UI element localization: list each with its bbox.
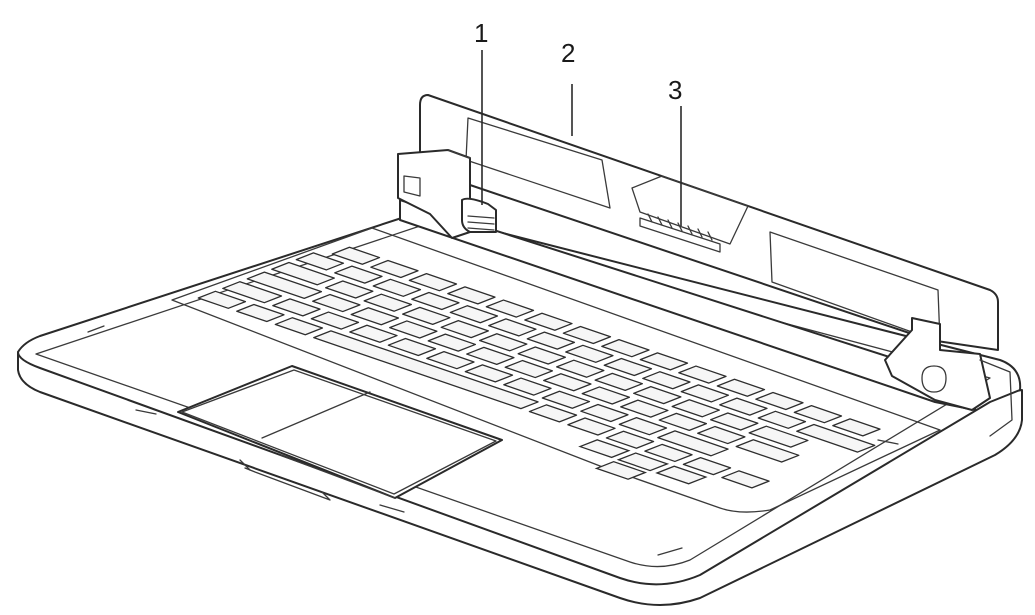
keyboard-key — [796, 423, 876, 453]
keyboard-key — [426, 351, 475, 370]
keyboard-key — [618, 417, 668, 436]
front-notch — [244, 467, 331, 501]
keyboard-key — [594, 372, 643, 392]
keyboard-key — [526, 331, 576, 350]
keyboard-key — [556, 359, 605, 378]
keyboard-key — [748, 425, 809, 448]
keyboard-key — [479, 333, 528, 352]
keyboard-key — [334, 265, 383, 284]
keyboard-key — [719, 397, 768, 416]
docking-connector — [639, 213, 721, 253]
keyboard-key — [567, 417, 616, 436]
keyboard-key — [658, 412, 708, 432]
keyboard-key — [504, 359, 554, 379]
keyboard-key — [271, 261, 335, 286]
keyboard-key — [372, 278, 422, 297]
keyboard-key — [331, 246, 381, 265]
callout-1: 1 — [474, 18, 488, 205]
keyboard-key — [272, 298, 321, 317]
touchpad — [177, 365, 503, 499]
keyboard-key — [363, 293, 412, 312]
keyboard-key — [793, 405, 843, 424]
keyboard-key — [601, 339, 650, 358]
keyboard-key — [466, 346, 515, 366]
keyboard-key — [697, 425, 746, 445]
keyboard-key — [642, 371, 691, 390]
keyboard-key — [449, 305, 499, 324]
keyboard-key — [236, 303, 285, 323]
keyboard-key — [716, 378, 766, 397]
keyboard-key — [274, 317, 324, 336]
keyboard-key — [755, 391, 804, 411]
keyboard-key — [644, 443, 693, 463]
keyboard-key — [832, 418, 881, 437]
keyboard-key — [528, 404, 578, 423]
keyboard-key — [313, 330, 539, 410]
keyboard-key — [427, 333, 477, 352]
keyboard-key — [541, 390, 591, 409]
keyboard-key — [503, 377, 552, 396]
keyboard-key — [639, 352, 689, 371]
arrow-key — [594, 460, 648, 480]
keyboard-key — [440, 319, 489, 339]
keyboard-key — [325, 280, 374, 299]
docking-cradle — [397, 94, 1013, 437]
keyboard-key — [581, 386, 631, 405]
keyboard-key — [757, 410, 807, 429]
latch-hook — [461, 197, 497, 233]
keyboard-key — [310, 311, 360, 330]
callout-3-label: 3 — [668, 75, 682, 105]
keyboard-key — [710, 412, 759, 431]
arrow-key — [655, 465, 708, 485]
keyboard-key — [633, 385, 682, 405]
keyboard-key — [488, 318, 537, 337]
keyboard-key — [389, 320, 438, 339]
keyboard-frame — [171, 227, 941, 513]
keyboard-keys — [197, 246, 881, 489]
arrow-key — [578, 439, 631, 459]
keyboard-key — [524, 312, 573, 331]
callout-2-label: 2 — [561, 38, 575, 68]
keyboard-key — [350, 307, 400, 326]
callout-3: 3 — [668, 75, 682, 226]
keyboard-key — [565, 344, 614, 363]
keyboard-key — [680, 384, 730, 403]
keyboard-key — [447, 286, 496, 305]
keyboard-key — [464, 364, 514, 383]
keyboard-key — [562, 325, 612, 345]
keyboard-key — [408, 273, 458, 292]
keyboard-key — [678, 365, 727, 384]
keyboard-key — [603, 357, 653, 377]
keyboard-key — [517, 346, 566, 365]
keyboard-key — [721, 470, 770, 489]
keyboard-key — [387, 337, 437, 357]
keyboard-key — [485, 299, 535, 318]
keyboard-key — [222, 281, 283, 304]
keyboard-key — [349, 324, 398, 343]
keyboard-key — [682, 456, 732, 476]
callout-2: 2 — [561, 38, 575, 136]
callout-1-label: 1 — [474, 18, 488, 48]
keyboard-key — [197, 290, 247, 309]
keyboard-key — [605, 430, 655, 449]
keyboard-key — [671, 399, 720, 418]
keyboard-key — [580, 403, 629, 423]
keyboard-key — [295, 252, 345, 271]
keyboard-key — [370, 259, 419, 279]
keyboard-key — [246, 271, 323, 300]
keyboard-key — [402, 306, 451, 326]
arrow-key — [616, 452, 670, 472]
keyboard-key — [312, 293, 361, 313]
keyboard-key — [543, 373, 592, 392]
keyboard-key — [620, 399, 669, 418]
keyboard-key — [735, 439, 800, 463]
keyboard-key — [411, 291, 460, 311]
keyboard-key — [657, 430, 729, 457]
